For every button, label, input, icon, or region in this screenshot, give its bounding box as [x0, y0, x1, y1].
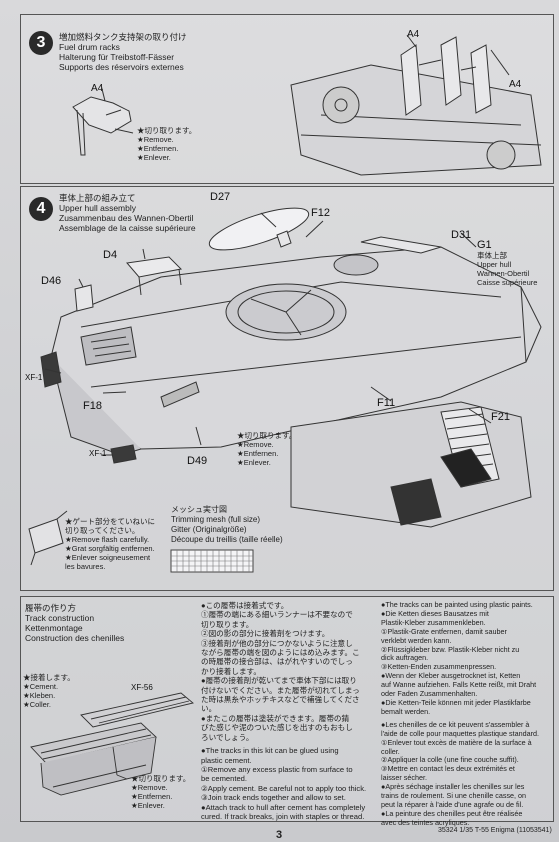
step3-drawing	[72, 34, 542, 176]
part-f12-label: F12	[311, 207, 330, 219]
paint-xf1-label: XF-1	[89, 449, 107, 458]
paint-xf56-label: XF-56	[131, 683, 153, 692]
part-d46-label: D46	[41, 275, 62, 287]
step4-drawing	[28, 207, 542, 573]
track-drawing	[30, 692, 194, 796]
part-f18-label: F18	[83, 400, 102, 412]
part-a4-label: A4	[91, 83, 104, 94]
remove-note: ★切り取ります。★Remove. ★Entfernen.★Enlever.	[137, 126, 197, 162]
track-notes-ja-en: ●この履帯は接着式です。①履帯の端にある細いランナーは不要なので 切り取ります。…	[201, 601, 367, 821]
part-a4-label: A4	[509, 79, 522, 90]
paint-xf1-label: XF-1	[25, 373, 43, 382]
step4-number: 4	[29, 197, 53, 221]
remove-note: ★切り取ります。★Remove. ★Entfernen.★Enlever.	[237, 431, 297, 467]
part-g1-label: G1	[477, 239, 492, 251]
track-notes-de-fr: ●The tracks can be painted using plastic…	[381, 600, 540, 827]
step3-number: 3	[29, 31, 53, 55]
part-d27-label: D27	[210, 191, 231, 203]
part-f21-label: F21	[491, 411, 510, 423]
part-f11-label: F11	[377, 397, 396, 409]
part-d49-label: D49	[187, 455, 208, 467]
part-d4-label: D4	[103, 249, 118, 261]
part-a4-label: A4	[407, 29, 420, 40]
page-number: 3	[276, 829, 283, 841]
part-d31-label: D31	[451, 229, 472, 241]
kit-code: 35324 1/35 T-55 Enigma (11053541)	[438, 827, 552, 834]
cement-note: ★接着します。★Cement. ★Kleben.★Coller.	[23, 673, 75, 709]
remove-note: ★切り取ります。★Remove. ★Entfernen.★Enlever.	[131, 774, 191, 810]
flash-note: ★ゲート部分をていねいに切り取ってください。 ★Remove flash car…	[65, 517, 155, 571]
